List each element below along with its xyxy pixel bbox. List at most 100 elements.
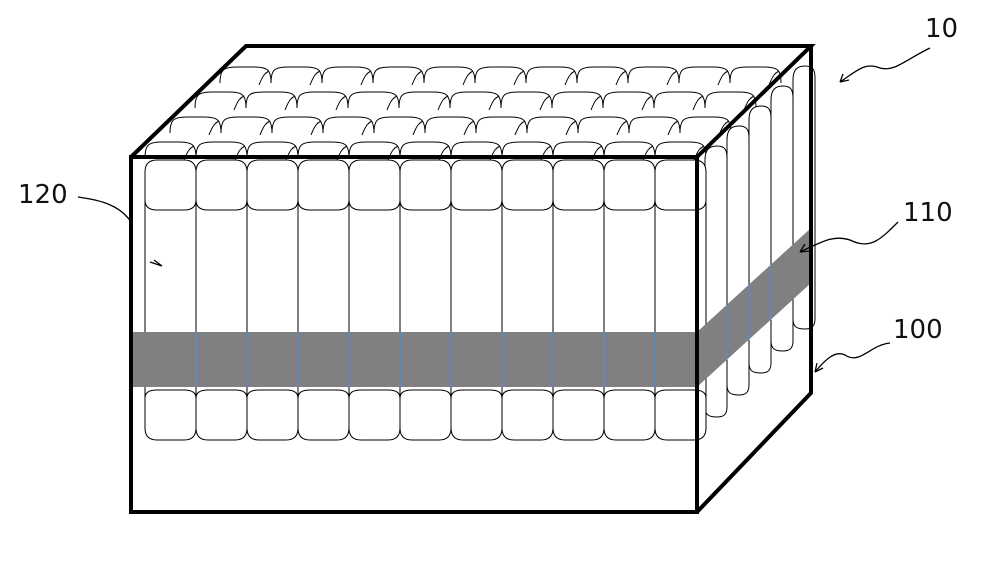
front-cell-top-line bbox=[297, 199, 350, 211]
top-cell-cap bbox=[245, 91, 298, 109]
front-cell bbox=[246, 159, 299, 441]
top-cell-gap bbox=[717, 70, 729, 86]
top-cell-gap bbox=[463, 120, 475, 136]
top-cell-gap bbox=[309, 70, 321, 86]
top-cell-cap bbox=[194, 91, 247, 109]
front-cell-top-line bbox=[501, 199, 554, 211]
front-cell-bottom-line bbox=[501, 389, 554, 399]
front-cell-top-line bbox=[144, 199, 197, 211]
front-cell-top-line bbox=[450, 199, 503, 211]
front-cell-top-line bbox=[603, 199, 656, 211]
top-cell-gap bbox=[258, 70, 270, 86]
front-cell-bottom-line bbox=[246, 389, 299, 399]
top-cell-cap bbox=[474, 66, 527, 84]
top-cell-gap bbox=[335, 95, 347, 111]
top-cell-cap bbox=[347, 91, 400, 109]
top-cell-cap bbox=[195, 141, 248, 159]
top-cell-cap bbox=[627, 66, 680, 84]
front-cell-top-line bbox=[399, 199, 452, 211]
top-cell-cap bbox=[500, 91, 553, 109]
top-cell-cap bbox=[399, 141, 452, 159]
front-cell bbox=[552, 159, 605, 441]
front-cell bbox=[450, 159, 503, 441]
top-cell-cap bbox=[297, 141, 350, 159]
front-cell bbox=[399, 159, 452, 441]
front-face-cells bbox=[144, 159, 707, 441]
front-cell bbox=[144, 159, 197, 441]
front-cell-bottom-line bbox=[399, 389, 452, 399]
top-cell-cap bbox=[678, 66, 731, 84]
label-assembly: 10 bbox=[925, 14, 959, 44]
top-cell-gap bbox=[513, 70, 525, 86]
front-cell-top-line bbox=[246, 199, 299, 211]
top-cell-cap bbox=[526, 116, 579, 134]
top-cell-cap bbox=[475, 116, 528, 134]
label-housing: 100 bbox=[893, 315, 943, 345]
top-cell-gap bbox=[539, 95, 551, 111]
top-cell-cap bbox=[246, 141, 299, 159]
top-cell-gap bbox=[412, 120, 424, 136]
top-cell-gap bbox=[615, 70, 627, 86]
top-cell-cap bbox=[398, 91, 451, 109]
top-cell-cap bbox=[220, 116, 273, 134]
front-cell bbox=[297, 159, 350, 441]
top-cell-gap bbox=[411, 70, 423, 86]
top-cell-gap bbox=[768, 70, 780, 86]
top-cell-cap bbox=[551, 91, 604, 109]
top-cell-cap bbox=[628, 116, 681, 134]
band-seams bbox=[195, 265, 772, 387]
front-cell-top-line bbox=[195, 199, 248, 211]
front-cell-bottom-line bbox=[450, 389, 503, 399]
front-cell-bottom-line bbox=[195, 389, 248, 399]
housing-outline bbox=[129, 44, 816, 514]
top-cell-gap bbox=[565, 120, 577, 136]
front-cell-top-line bbox=[654, 199, 707, 211]
top-cell-gap bbox=[590, 95, 602, 111]
front-cell-bottom-line bbox=[144, 389, 197, 399]
top-cell-cap bbox=[576, 66, 629, 84]
front-cell bbox=[501, 159, 554, 441]
top-cell-gap bbox=[616, 120, 628, 136]
front-cell bbox=[603, 159, 656, 441]
front-cell-top-line bbox=[552, 199, 605, 211]
top-cell-gap bbox=[386, 95, 398, 111]
top-cell-cap bbox=[372, 66, 425, 84]
top-cell-cap bbox=[525, 66, 578, 84]
top-cell-cap bbox=[603, 141, 656, 159]
front-cell-bottom-line bbox=[552, 389, 605, 399]
top-cell-gap bbox=[437, 95, 449, 111]
top-cell-cap bbox=[322, 116, 375, 134]
top-cell-cap bbox=[296, 91, 349, 109]
top-cell-gap bbox=[360, 70, 372, 86]
top-face-cells bbox=[144, 66, 782, 161]
front-cell bbox=[195, 159, 248, 441]
top-cell-cap bbox=[271, 116, 324, 134]
top-cell-cap bbox=[552, 141, 605, 159]
top-cell-gap bbox=[462, 70, 474, 86]
top-cell-gap bbox=[666, 70, 678, 86]
top-cell-cap bbox=[169, 116, 222, 134]
top-cell-gap bbox=[514, 120, 526, 136]
top-cell-cap bbox=[424, 116, 477, 134]
top-cell-cap bbox=[602, 91, 655, 109]
top-cell-gap bbox=[667, 120, 679, 136]
top-cell-gap bbox=[284, 95, 296, 111]
front-band bbox=[131, 332, 697, 387]
front-cell-top-line bbox=[348, 199, 401, 211]
top-cell-gap bbox=[361, 120, 373, 136]
front-cell-bottom-line bbox=[654, 389, 707, 399]
top-cell-cap bbox=[729, 66, 782, 84]
top-cell-cap bbox=[423, 66, 476, 84]
top-cell-cap bbox=[144, 141, 197, 159]
top-cell-gap bbox=[641, 95, 653, 111]
label-band: 110 bbox=[903, 198, 953, 228]
top-cell-gap bbox=[310, 120, 322, 136]
top-cell-gap bbox=[259, 120, 271, 136]
top-cell-gap bbox=[208, 120, 220, 136]
top-cell-cap bbox=[577, 116, 630, 134]
top-cell-gap bbox=[564, 70, 576, 86]
label-cell: 120 bbox=[18, 180, 68, 210]
top-cell-cap bbox=[270, 66, 323, 84]
